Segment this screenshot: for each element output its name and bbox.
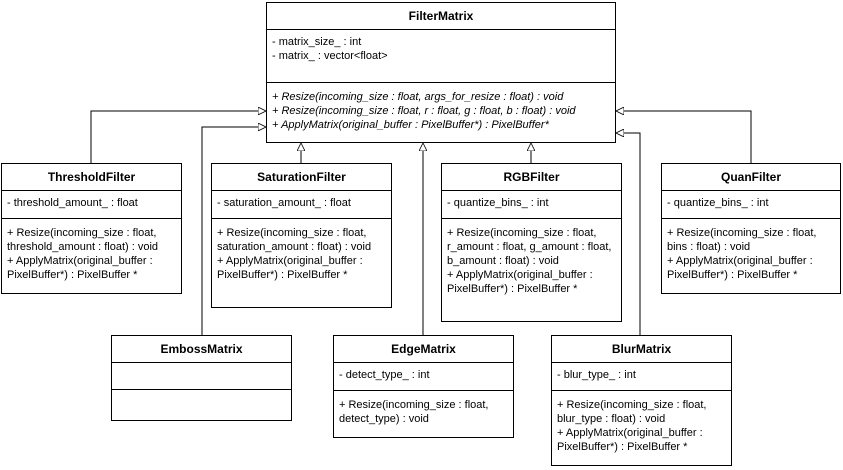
method: + ApplyMatrix(original_buffer : PixelBuf… xyxy=(447,269,593,295)
class-name: FilterMatrix xyxy=(267,3,615,30)
method: + Resize(incoming_size : float, detect_t… xyxy=(339,399,489,425)
methods-section: + Resize(incoming_size : float, saturati… xyxy=(212,218,391,282)
method: + Resize(incoming_size : float, r_amount… xyxy=(447,227,612,267)
class-name: SaturationFilter xyxy=(212,164,391,191)
attributes-section: - threshold_amount_ : float xyxy=(2,192,181,210)
class-name: QuanFilter xyxy=(662,164,840,191)
attribute: - detect_type_ : int xyxy=(339,369,430,381)
emboss-to-filtermatrix-arrow xyxy=(201,127,266,335)
methods-section: + Resize(incoming_size : float, threshol… xyxy=(2,218,181,282)
class-name: BlurMatrix xyxy=(552,336,731,363)
class-name: RGBFilter xyxy=(442,164,621,191)
method: + Resize(incoming_size : float, args_for… xyxy=(272,91,564,103)
attribute: - matrix_size_ : int xyxy=(272,36,362,48)
method: + Resize(incoming_size : float, blur_typ… xyxy=(557,399,707,425)
class-quan-filter[interactable]: QuanFilter - quantize_bins_ : int + Resi… xyxy=(661,163,841,294)
methods-section: + Resize(incoming_size : float, blur_typ… xyxy=(552,390,731,454)
class-rgb-filter[interactable]: RGBFilter - quantize_bins_ : int + Resiz… xyxy=(441,163,622,322)
attribute: - matrix_ : vector<float> xyxy=(272,50,388,62)
class-saturation-filter[interactable]: SaturationFilter - saturation_amount_ : … xyxy=(211,163,392,308)
method: + ApplyMatrix(original_buffer : PixelBuf… xyxy=(667,255,813,281)
method: + Resize(incoming_size : float, saturati… xyxy=(217,227,372,253)
attributes-section: - quantize_bins_ : int xyxy=(442,192,621,210)
class-name: EdgeMatrix xyxy=(334,336,513,363)
attributes-section: - saturation_amount_ : float xyxy=(212,192,391,210)
attribute: - saturation_amount_ : float xyxy=(217,197,351,209)
class-name: EmbossMatrix xyxy=(112,336,291,363)
attribute: - threshold_amount_ : float xyxy=(7,197,138,209)
attribute: - blur_type_ : int xyxy=(557,369,636,381)
method: + ApplyMatrix(original_buffer : PixelBuf… xyxy=(557,427,703,453)
class-filter-matrix[interactable]: FilterMatrix - matrix_size_ : int - matr… xyxy=(266,2,616,143)
blur-to-filtermatrix-arrow xyxy=(616,133,641,335)
class-emboss-matrix[interactable]: EmbossMatrix xyxy=(111,335,292,421)
methods-section: + Resize(incoming_size : float, args_for… xyxy=(267,82,615,132)
attributes-section: - quantize_bins_ : int xyxy=(662,192,840,210)
attributes-section xyxy=(112,364,291,389)
class-name: ThresholdFilter xyxy=(2,164,181,191)
methods-section xyxy=(112,389,291,420)
method: + ApplyMatrix(original_buffer : PixelBuf… xyxy=(7,255,153,281)
quan-to-filtermatrix-arrow xyxy=(616,111,752,163)
method: + Resize(incoming_size : float, r : floa… xyxy=(272,105,576,117)
attributes-section: - matrix_size_ : int - matrix_ : vector<… xyxy=(267,31,615,63)
attribute: - quantize_bins_ : int xyxy=(447,197,549,209)
method: + Resize(incoming_size : float, threshol… xyxy=(7,227,159,253)
attribute: - quantize_bins_ : int xyxy=(667,197,769,209)
method: + Resize(incoming_size : float, bins : f… xyxy=(667,227,817,253)
methods-section: + Resize(incoming_size : float, r_amount… xyxy=(442,218,621,296)
class-edge-matrix[interactable]: EdgeMatrix - detect_type_ : int + Resize… xyxy=(333,335,514,438)
class-threshold-filter[interactable]: ThresholdFilter - threshold_amount_ : fl… xyxy=(1,163,182,294)
class-blur-matrix[interactable]: BlurMatrix - blur_type_ : int + Resize(i… xyxy=(551,335,732,466)
method: + ApplyMatrix(original_buffer : PixelBuf… xyxy=(217,255,363,281)
methods-section: + Resize(incoming_size : float, bins : f… xyxy=(662,218,840,282)
threshold-to-filtermatrix-arrow xyxy=(90,111,266,163)
attributes-section: - blur_type_ : int xyxy=(552,364,731,382)
method: + ApplyMatrix(original_buffer : PixelBuf… xyxy=(272,119,549,131)
attributes-section: - detect_type_ : int xyxy=(334,364,513,382)
methods-section: + Resize(incoming_size : float, detect_t… xyxy=(334,390,513,426)
